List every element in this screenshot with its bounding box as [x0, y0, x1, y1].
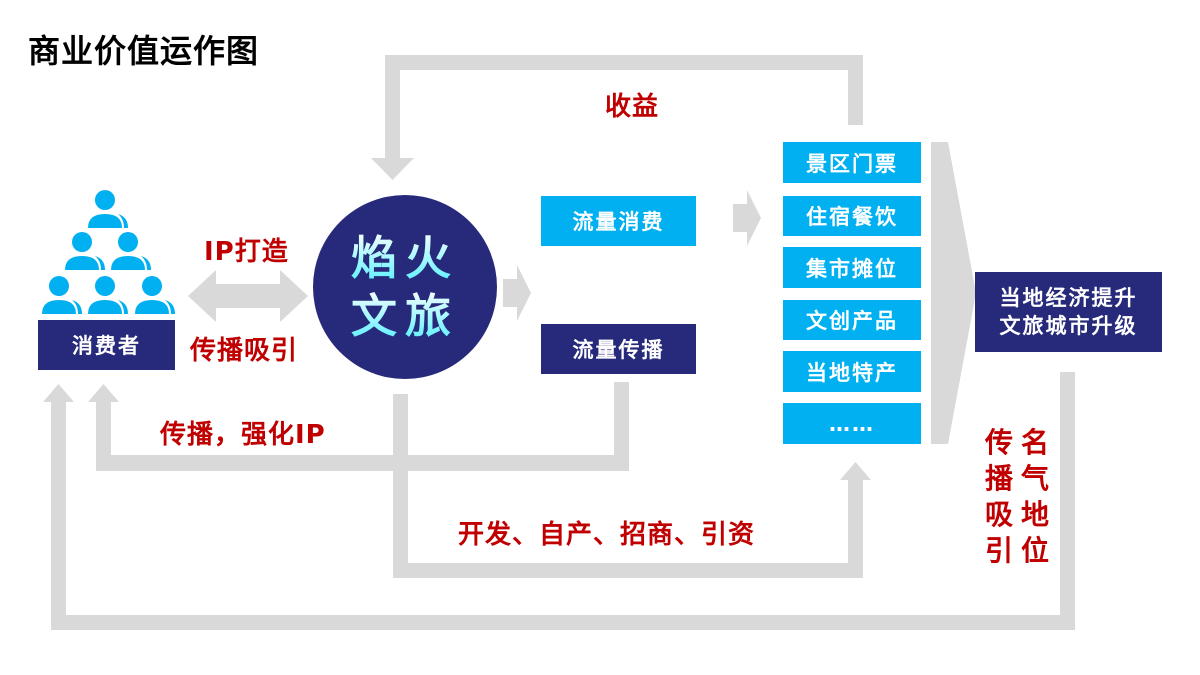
core-brand-line1: 焰火 [351, 231, 459, 285]
product-item: 当地特产 [783, 351, 921, 392]
product-item: 景区门票 [783, 142, 921, 183]
spread-connector [96, 455, 629, 471]
outcome-line2: 文旅城市升级 [999, 314, 1138, 338]
feedback-connector [51, 615, 1075, 630]
consumer-box: 消费者 [38, 320, 175, 370]
revenue-connector [385, 55, 400, 160]
outcome-line1: 当地经济提升 [999, 286, 1138, 310]
feedback-connector [1060, 372, 1075, 630]
develop-connector [393, 563, 863, 578]
arrow-up-icon [43, 384, 74, 402]
spread-connector [96, 400, 111, 470]
product-item: …… [783, 403, 921, 444]
page-title: 商业价值运作图 [28, 32, 260, 70]
feedback-connector [51, 400, 66, 630]
spread-connector [614, 382, 629, 471]
revenue-connector [385, 55, 863, 70]
ip-build-label: IP打造 [204, 237, 289, 267]
product-item: 住宿餐饮 [783, 196, 921, 236]
arrow-down-icon [371, 158, 414, 180]
people-group-icon [42, 188, 175, 315]
develop-connector [848, 478, 863, 578]
arrow-up-icon [840, 462, 871, 480]
flow-consume-box: 流量消费 [541, 196, 696, 246]
fame-line: 传名 [985, 426, 1058, 459]
fame-label: 传名 播气 吸地 引位 [985, 425, 1065, 569]
core-brand-circle: 焰火 文旅 [313, 195, 497, 379]
product-item: 集市摊位 [783, 247, 921, 288]
fame-line: 引位 [985, 534, 1058, 567]
arrow-right-icon [733, 190, 761, 246]
outcome-box: 当地经济提升 文旅城市升级 [975, 272, 1162, 352]
fame-line: 播气 [985, 462, 1058, 495]
product-item: 文创产品 [783, 300, 921, 340]
chevron-right-icon [931, 142, 976, 444]
develop-connector [393, 394, 408, 578]
fame-line: 吸地 [985, 498, 1058, 531]
core-brand-line2: 文旅 [351, 289, 459, 343]
double-arrow-icon [188, 270, 308, 322]
spread-ip-label: 传播，强化IP [160, 420, 326, 450]
spread-attract-label: 传播吸引 [190, 336, 299, 366]
arrow-right-icon [503, 265, 531, 321]
revenue-label: 收益 [605, 92, 660, 122]
develop-label: 开发、自产、招商、引资 [458, 520, 756, 550]
revenue-connector [848, 55, 863, 125]
flow-spread-box: 流量传播 [541, 324, 696, 374]
arrow-up-icon [88, 384, 119, 402]
